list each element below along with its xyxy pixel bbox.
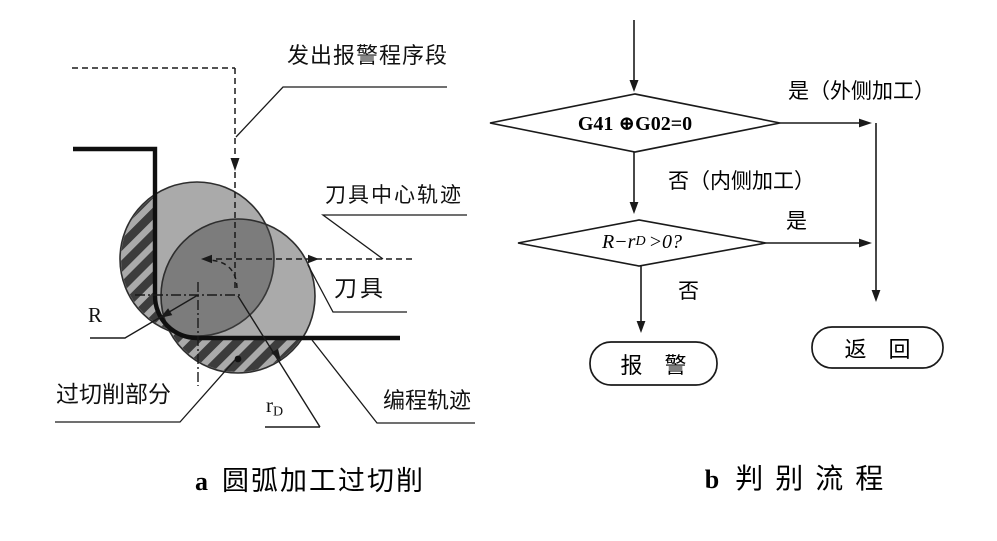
terminal-alarm-box xyxy=(589,341,718,386)
alarm-label-leader xyxy=(235,86,447,138)
flow-yes1-arrowhead xyxy=(859,118,872,128)
flow-entry-arrowhead xyxy=(629,80,639,92)
branch-yes-label: 是 xyxy=(786,209,807,233)
decision-radius-subscript: D xyxy=(635,234,646,249)
decision-radius-suffix: >0? xyxy=(648,230,683,253)
caption-a-text: 圆弧加工过切削 xyxy=(222,466,425,496)
caption-a-letter: a xyxy=(195,467,208,496)
dashed-corner-arc xyxy=(207,259,238,289)
toolcenter-label-leader xyxy=(321,214,467,260)
decision-diamond-g41 xyxy=(489,93,781,153)
caption-b-text: 判别流程 xyxy=(735,464,896,495)
branch-yes-outer-label: 是（外侧加工） xyxy=(788,79,935,103)
radius-R-label: R xyxy=(88,303,103,327)
flow-no2-arrowhead xyxy=(636,321,646,333)
flow-no1-arrowhead xyxy=(629,202,639,214)
tool-radius-base: r xyxy=(266,393,273,417)
center-marks xyxy=(135,282,242,386)
tool-radius-leader xyxy=(237,295,321,428)
decision-diamond-radius xyxy=(517,219,767,267)
radius-R-leader xyxy=(90,294,199,339)
tool-label-leader xyxy=(307,264,407,313)
overcut-label-leader xyxy=(55,359,236,423)
overcut-label: 过切削部分 xyxy=(56,382,171,407)
flow-return-arrowhead xyxy=(871,290,881,302)
radius-R-arrowhead xyxy=(160,308,173,318)
right-arrowhead-dashed xyxy=(308,254,319,264)
terminal-return-text: 返 回 xyxy=(844,336,911,362)
decision-g41-text: G41 ⊕G02=0 xyxy=(577,112,693,135)
label-leaders xyxy=(55,86,475,424)
terminal-return-box xyxy=(811,326,944,369)
overcut-dot xyxy=(234,355,242,363)
caption-b: b 判别流程 xyxy=(705,457,895,497)
program-label-leader xyxy=(311,339,475,424)
tool-label: 刀具 xyxy=(334,276,386,301)
caption-b-letter: b xyxy=(704,465,720,494)
down-arrowhead-dashed xyxy=(230,158,240,171)
branch-no-inner-label: 否（内侧加工） xyxy=(668,169,815,193)
tool-center-path-label: 刀具中心轨迹 xyxy=(325,183,463,207)
programmed-contour-line xyxy=(73,146,400,341)
branch-no-label: 否 xyxy=(678,279,699,303)
left-arrowhead-dashed xyxy=(201,254,212,264)
tool-radius-subscript: D xyxy=(273,404,284,420)
caption-a: a 圆弧加工过切削 xyxy=(195,459,425,498)
program-path-label: 编程轨迹 xyxy=(383,388,472,413)
flow-yes2-arrowhead xyxy=(859,238,872,248)
tool-radius-label: rD xyxy=(266,394,283,420)
alarm-block-label: 发出报警程序段 xyxy=(287,43,449,68)
tool-radius-arrowhead xyxy=(271,348,281,361)
decision-radius-base: R−r xyxy=(601,230,636,253)
terminal-alarm-text: 报 警 xyxy=(620,352,687,378)
flowchart-lines xyxy=(633,20,877,321)
